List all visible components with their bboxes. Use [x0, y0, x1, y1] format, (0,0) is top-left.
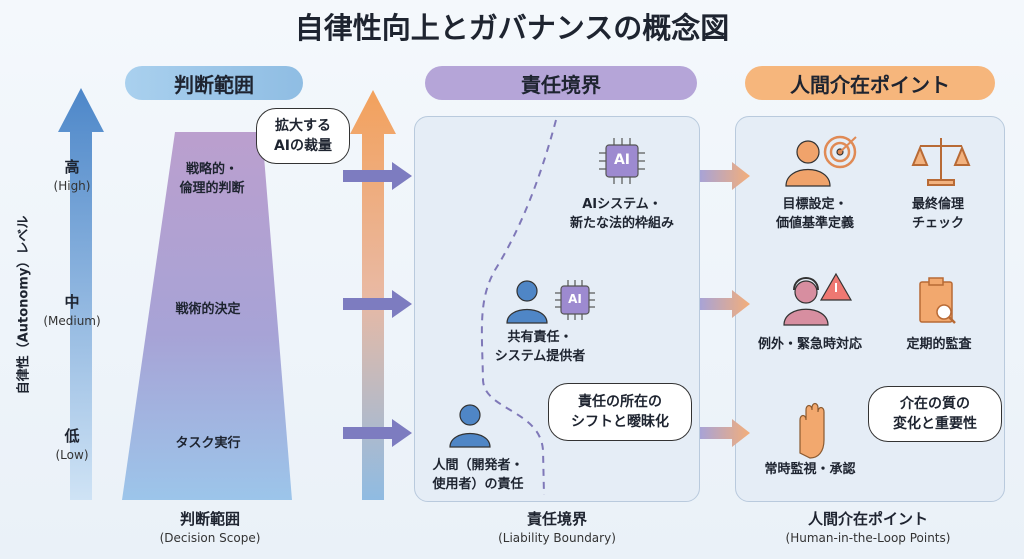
level-high-label: 高: [64, 158, 80, 176]
footer-decision-scope-sub: (Decision Scope): [159, 531, 261, 545]
bubble-liability-shift: 責任の所在の シフトと曖昧化: [548, 383, 692, 441]
header-decision-scope: 判断範囲: [125, 66, 303, 100]
autonomy-axis-label: 自律性（Autonomy）レベル: [16, 215, 32, 395]
footer-liability: 責任境界 (Liability Boundary): [498, 510, 616, 548]
hitl-ethics: 最終倫理 チェック: [911, 197, 965, 231]
level-low: 低 (Low): [56, 427, 89, 465]
level-high-sub: (High): [53, 179, 91, 193]
scope-task: タスク実行: [175, 436, 241, 451]
footer-decision-scope-label: 判断範囲: [179, 510, 241, 528]
ai-chip-label-small: AI: [568, 292, 582, 306]
scope-strategic: 戦略的・ 倫理的判断: [179, 162, 245, 196]
autonomy-arrow: [58, 88, 104, 500]
level-low-sub: (Low): [55, 448, 89, 462]
operator-warning-icon: [783, 272, 853, 326]
hitl-exception: 例外・緊急時対応: [757, 337, 863, 352]
audit-clipboard-icon: [919, 277, 956, 324]
page-title: 自律性向上とガバナンスの概念図: [294, 11, 730, 45]
hitl-monitor: 常時監視・承認: [764, 462, 856, 477]
ai-chip-label: AI: [613, 152, 631, 168]
hitl-audit: 定期的監査: [906, 337, 972, 352]
level-medium-sub: (Medium): [43, 314, 101, 328]
footer-decision-scope: 判断範囲 (Decision Scope): [160, 510, 261, 548]
footer-liability-label: 責任境界: [526, 510, 587, 528]
level-medium-label: 中: [64, 293, 80, 311]
header-liability-boundary: 責任境界: [425, 66, 697, 100]
liability-shared: 共有責任・ システム提供者: [494, 330, 586, 364]
ai-chip-icon-small: [555, 280, 595, 320]
trapezoid-scope: [122, 132, 292, 500]
scales-icon: [911, 138, 971, 186]
liability-to-hitl-arrows: [700, 162, 750, 447]
person-target-icon: [785, 135, 857, 187]
footer-hitl: 人間介在ポイント (Human-in-the-Loop Points): [786, 510, 951, 548]
person-icon-shared: [506, 280, 548, 324]
ai-chip-icon: [599, 138, 645, 184]
scope-to-liability-arrows: [343, 162, 412, 447]
liability-human: 人間（開発者・ 使用者）の責任: [432, 458, 524, 492]
hand-icon: [799, 402, 825, 459]
hitl-goal: 目標設定・ 価値基準定義: [775, 197, 855, 231]
footer-liability-sub: (Liability Boundary): [498, 531, 616, 545]
level-high: 高 (High): [54, 158, 91, 196]
liability-ai: AIシステム・ 新たな法的枠組み: [569, 197, 675, 231]
level-low-label: 低: [64, 427, 80, 445]
orange-arrow: [350, 90, 396, 500]
bubble-ai-discretion: 拡大する AIの裁量: [256, 108, 350, 164]
level-medium: 中 (Medium): [43, 293, 100, 331]
scope-tactical: 戦術的決定: [175, 302, 241, 317]
footer-hitl-sub: (Human-in-the-Loop Points): [785, 531, 951, 545]
bubble-intervention-quality: 介在の質の 変化と重要性: [868, 386, 1002, 442]
responsibility-boundary-line: [480, 119, 557, 496]
person-icon-human: [449, 404, 491, 448]
header-hitl-points: 人間介在ポイント: [745, 66, 995, 100]
footer-hitl-label: 人間介在ポイント: [807, 510, 928, 528]
